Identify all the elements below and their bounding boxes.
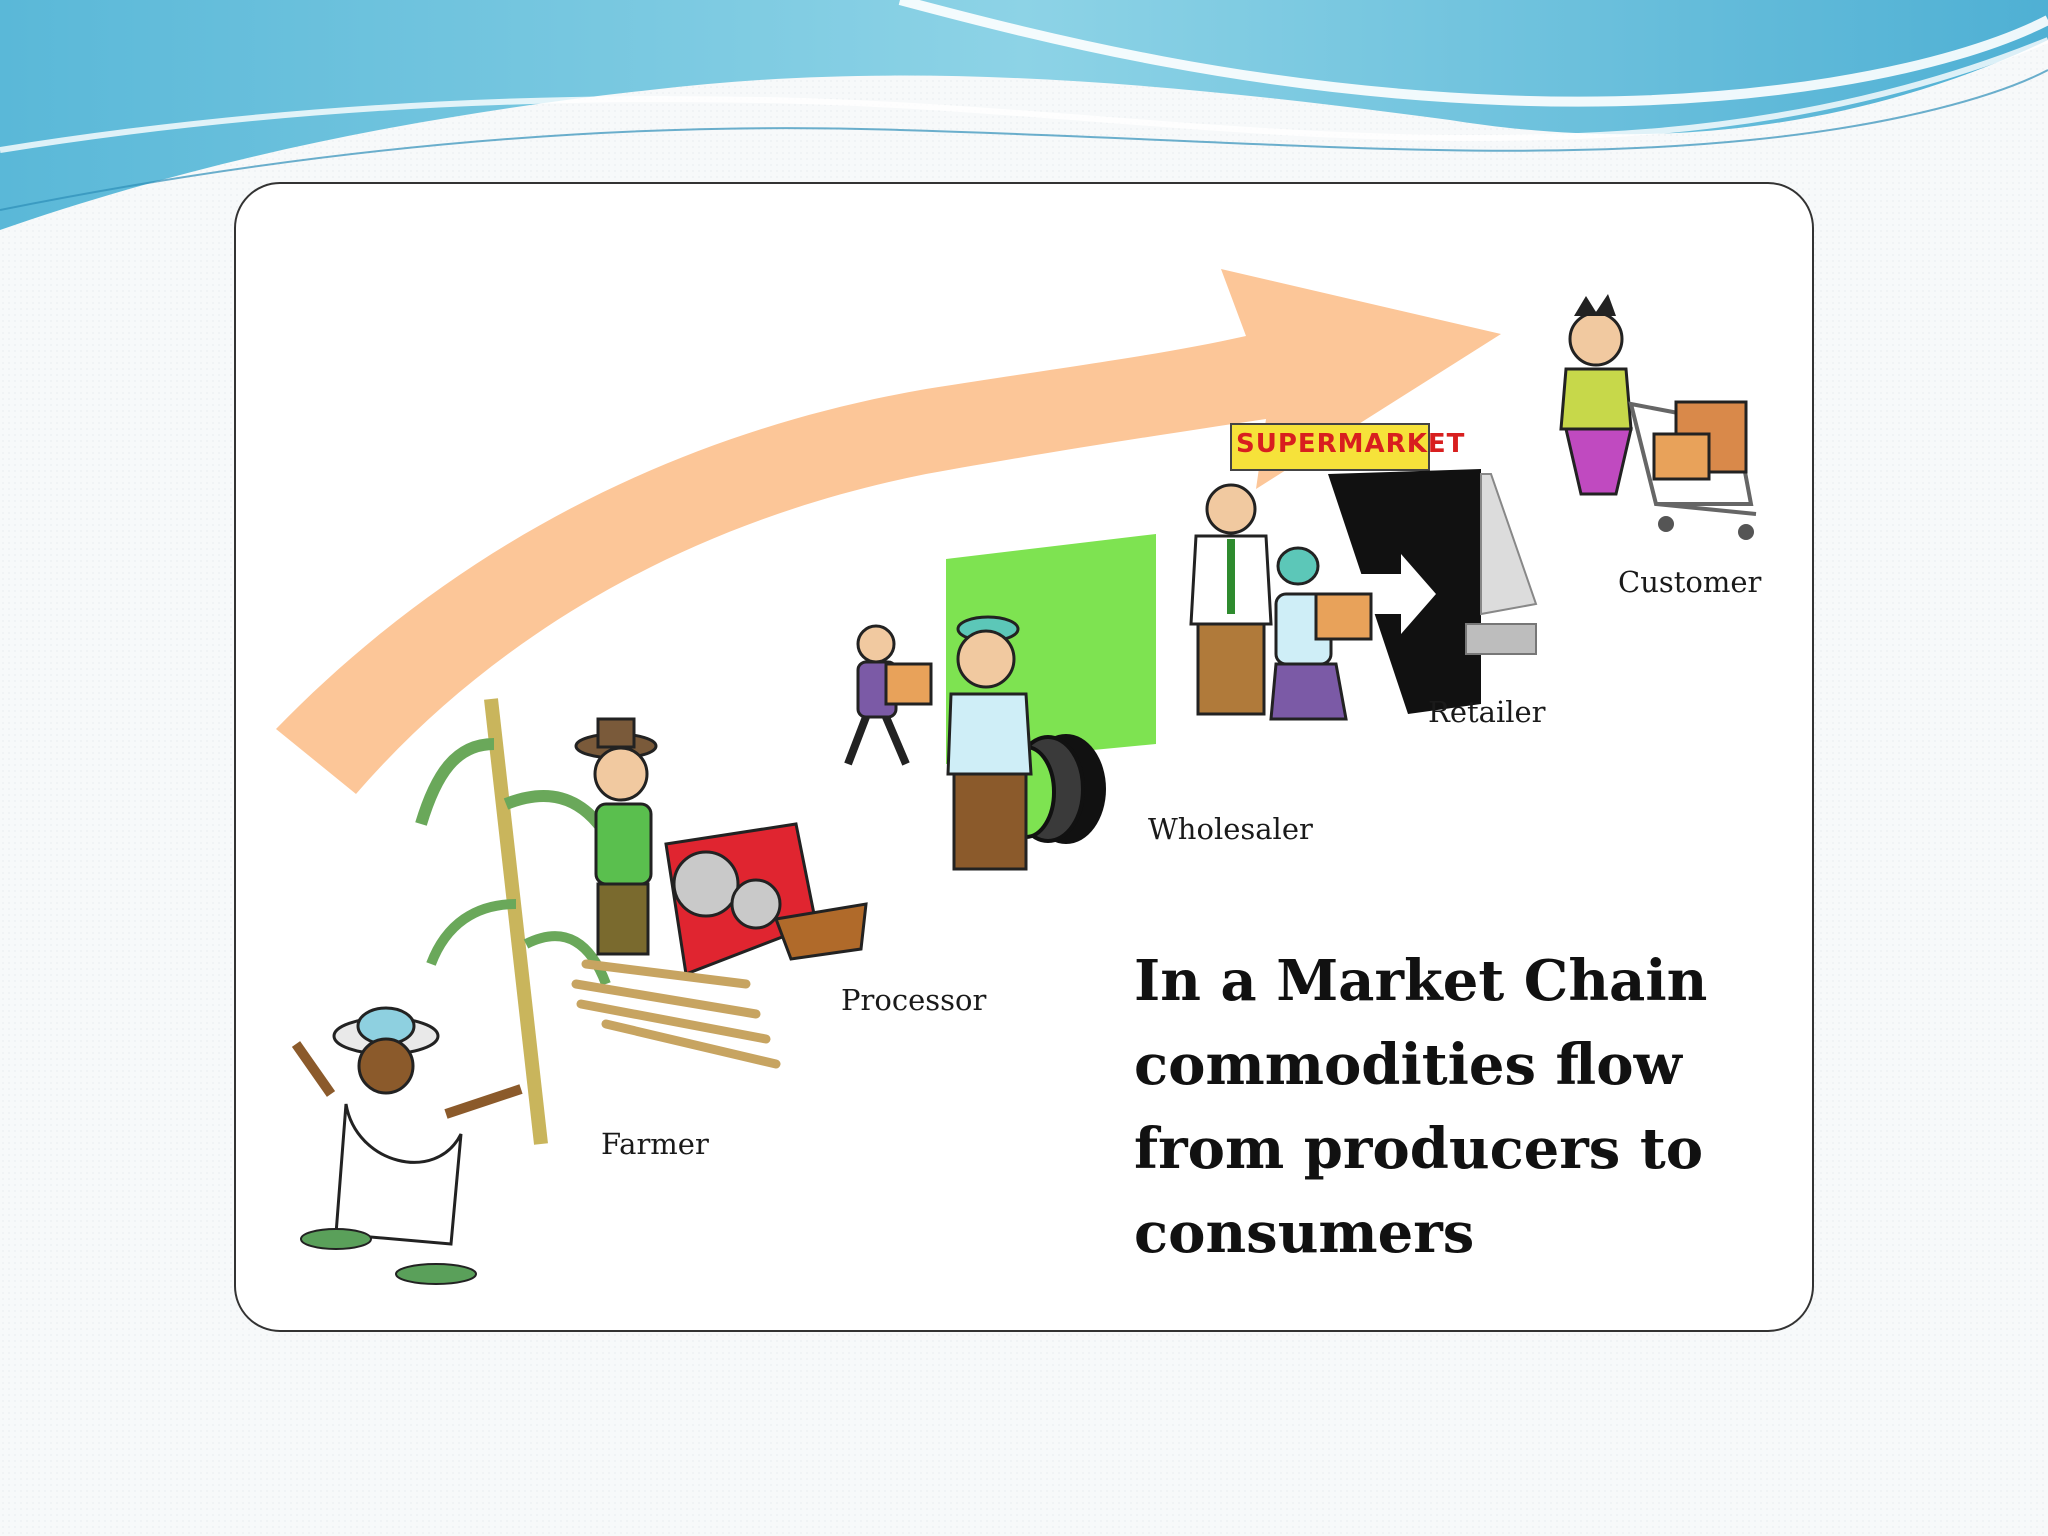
farmer-figure-icon [291, 698, 611, 1285]
market-chain-illustration [276, 269, 1757, 1285]
supermarket-sign: SUPERMARKET [1236, 429, 1466, 459]
porter-figure-icon [844, 624, 933, 766]
header-wave [0, 0, 2048, 230]
wholesaler-figure-icon [946, 615, 1033, 871]
processor-figure-icon [571, 717, 868, 1069]
flow-arrow-icon [276, 269, 1501, 794]
illustration-panel: SUPERMARKET Farmer Processor Wholesaler … [234, 182, 1814, 1332]
stage-label-retailer: Retailer [1428, 695, 1546, 729]
stage-label-farmer: Farmer [601, 1127, 709, 1161]
stage-label-customer: Customer [1618, 565, 1762, 599]
retailer-figure-icon [1189, 483, 1373, 721]
customer-cart-icon [1559, 294, 1757, 540]
supermarket-store-icon [1230, 423, 1538, 714]
stage-label-processor: Processor [841, 983, 987, 1017]
stage-label-wholesaler: Wholesaler [1148, 812, 1313, 846]
slide-headline: In a Market Chain commodities flow from … [1134, 948, 1708, 1266]
